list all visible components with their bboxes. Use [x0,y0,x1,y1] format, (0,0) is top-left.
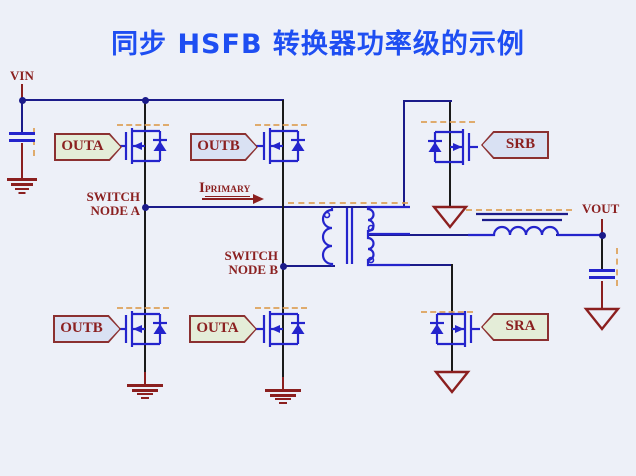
gate-tag-srb: SRB [481,131,549,159]
wire-switch-node-b [283,265,335,267]
leg-srb [449,102,451,206]
vout-label: VOUT [582,201,620,216]
net-dash [33,128,35,156]
input-capacitor [9,139,35,142]
wire-switch-node-a [145,206,405,208]
junction-dot [18,96,26,104]
ground-triangle-srb [431,205,469,229]
gate-tag-sra: SRA [481,313,549,341]
gate-tag-outb-bottom: OUTB [53,315,121,343]
vin-label: VIN [10,68,34,83]
net-dash [288,202,408,204]
output-inductor [468,212,602,237]
net-dash [466,209,572,211]
net-dash [421,311,473,313]
leg-sra [451,264,453,372]
junction-dot-vout [598,231,606,239]
i-primary-arrowhead [253,194,264,204]
wire-srb-top [403,100,452,102]
mosfet-sra [430,311,480,347]
stub-output-cap-gnd [601,281,603,309]
mosfet-outb-top [255,128,305,164]
mosfet-outb-bottom [117,311,167,347]
stub-input-cap-gnd [21,143,23,178]
stub-left-gnd [144,372,146,384]
input-capacitor [9,132,35,135]
ground-triangle-sra [433,370,471,394]
i-primary-arrow-shaft [202,198,254,200]
junction-dot-switch-node-a [141,203,149,211]
wire-vin-rail [22,99,284,101]
junction-dot-switch-node-b [279,262,287,270]
output-capacitor [589,269,615,272]
switch-node-b-label: SWITCH NODE B [224,248,278,277]
transformer [321,205,410,267]
net-dash [117,124,169,126]
wire-srb-riser [403,100,405,208]
page-title: 同步 HSFB 转换器功率级的示例 [111,29,525,60]
i-primary-label: IPRIMARY [199,180,251,197]
leg-bridge-middle [282,100,284,377]
stub-vout [601,219,603,236]
net-dash [616,248,618,286]
gate-tag-outb-top: OUTB [190,133,258,161]
switch-node-a-label: SWITCH NODE A [86,189,140,218]
mosfet-outa-bottom [255,311,305,347]
leg-bridge-left [144,100,146,372]
wire-secondary-bottom [370,264,453,266]
junction-dot [141,96,149,104]
gate-tag-outa-bottom: OUTA [189,315,257,343]
net-dash [117,307,169,309]
gate-tag-outa-top: OUTA [54,133,122,161]
mosfet-srb [428,129,478,165]
lead-input-cap [21,100,23,133]
ground-triangle-output [583,307,621,331]
stub-middle-gnd [282,377,284,389]
mosfet-outa-top [117,128,167,164]
net-dash [421,121,475,123]
net-dash [255,124,307,126]
net-dash [255,307,307,309]
wire-center-tap [368,234,494,236]
leg-output-cap [601,236,603,270]
output-capacitor [589,276,615,279]
stub-vin [21,84,23,100]
